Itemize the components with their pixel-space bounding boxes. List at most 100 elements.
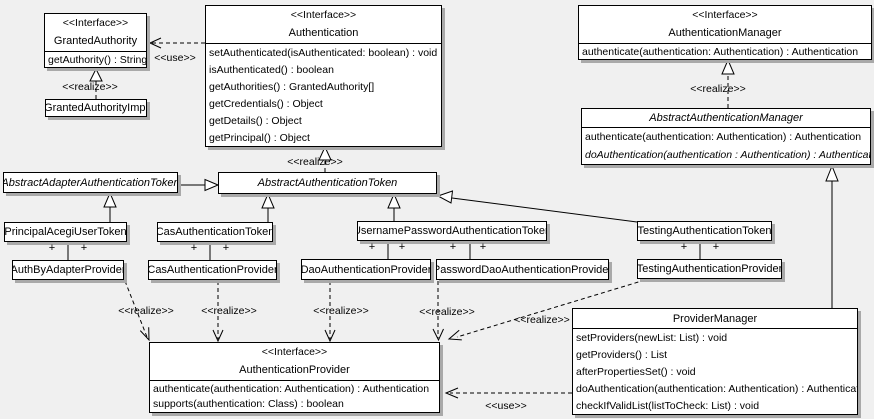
- method: setAuthenticated(isAuthenticated: boolea…: [209, 46, 438, 59]
- method: getCredentials() : Object: [209, 97, 323, 110]
- association-end-plus: +: [712, 241, 720, 253]
- class-username-password-authentication-token[interactable]: UsernamePasswordAuthenticationToken: [357, 221, 547, 241]
- class-name: DaoAuthenticationProvider: [301, 263, 431, 276]
- use-authentication-to-grantedauthority: [148, 37, 205, 49]
- association-end-plus: +: [80, 242, 88, 254]
- class-authentication-provider[interactable]: <<Interface>> AuthenticationProvider aut…: [149, 342, 440, 413]
- method: supports(authentication: Class) : boolea…: [153, 398, 344, 411]
- method: authenticate(authentication: Authenticat…: [153, 382, 430, 395]
- method: setProviders(newList: List) : void: [576, 331, 728, 344]
- class-testing-authentication-token[interactable]: TestingAuthenticationToken: [637, 221, 772, 241]
- class-provider-manager[interactable]: ProviderManager setProviders(newList: Li…: [572, 308, 858, 415]
- class-name: AbstractAuthenticationToken: [257, 177, 398, 189]
- realize-label: <<realize>>: [118, 305, 174, 317]
- method: authenticate(authentication: Authenticat…: [582, 45, 859, 58]
- class-header: <<Interface>> AuthenticationManager: [579, 6, 871, 44]
- method: isAuthenticated() : boolean: [209, 63, 334, 76]
- generalization-testing-to-abstracttoken: [436, 190, 638, 223]
- class-name: AbstractAdapterAuthenticationToken: [3, 176, 178, 189]
- class-name: ProviderManager: [672, 312, 758, 325]
- method: getPrincipal() : Object: [209, 131, 310, 144]
- association-end-plus: +: [222, 242, 230, 254]
- realize-authbyadapter-to-authenticationprovider: [124, 280, 150, 342]
- class-authentication-manager[interactable]: <<Interface>> AuthenticationManager auth…: [578, 5, 872, 60]
- class-name: AbstractAuthenticationManager: [649, 112, 803, 124]
- stereotype: <<Interface>>: [62, 17, 129, 29]
- use-label: <<use>>: [154, 52, 196, 64]
- stereotype: <<Interface>>: [692, 9, 758, 21]
- class-auth-by-adapter-provider[interactable]: AuthByAdapterProvider: [12, 260, 124, 280]
- realize-abstracttoken-to-authentication: [318, 145, 332, 172]
- association-end-plus: +: [449, 241, 457, 253]
- realize-daoprovider-to-authenticationprovider: [324, 281, 336, 343]
- class-testing-authentication-provider[interactable]: TestingAuthenticationProvider: [637, 259, 782, 279]
- methods-compartment: setAuthenticated(isAuthenticated: boolea…: [206, 44, 441, 146]
- realize-label: <<realize>>: [690, 83, 746, 95]
- class-name: GrantedAuthorityImpl: [45, 102, 147, 114]
- panel-right-edge: [874, 0, 878, 419]
- class-header: <<Interface>> Authentication: [206, 6, 441, 44]
- class-name: CasAuthenticationToken: [157, 226, 273, 238]
- class-name: TestingAuthenticationProvider: [637, 263, 782, 275]
- realize-impl-to-grantedauthority: [89, 67, 103, 99]
- class-abstract-adapter-authentication-token[interactable]: AbstractAdapterAuthenticationToken: [3, 172, 178, 193]
- use-providermanager-to-authenticationprovider: [444, 387, 572, 399]
- generalization-principal-to-adapter: [103, 191, 117, 222]
- class-cas-authentication-token[interactable]: CasAuthenticationToken: [157, 222, 273, 242]
- class-granted-authority-impl[interactable]: GrantedAuthorityImpl: [45, 99, 147, 117]
- class-name: GrantedAuthority: [53, 35, 138, 47]
- method: getAuthority() : String: [48, 53, 146, 66]
- methods-compartment: authenticate(authentication: Authenticat…: [150, 381, 439, 412]
- class-header: AbstractAuthenticationManager: [582, 109, 870, 128]
- class-dao-authentication-provider[interactable]: DaoAuthenticationProvider: [301, 259, 431, 280]
- class-granted-authority[interactable]: <<Interface>> GrantedAuthority getAuthor…: [44, 13, 147, 68]
- realize-label: <<realize>>: [313, 305, 369, 317]
- association-end-plus: +: [368, 241, 376, 253]
- realize-casprovider-to-authenticationprovider: [212, 281, 224, 343]
- generalization-providermanager-to-abstractmanager: [825, 164, 839, 308]
- association-end-plus: +: [48, 242, 56, 254]
- class-name: AuthByAdapterProvider: [12, 264, 124, 276]
- class-abstract-authentication-token[interactable]: AbstractAuthenticationToken: [218, 172, 437, 194]
- method: afterPropertiesSet() : void: [576, 365, 696, 378]
- association-end-plus: +: [680, 241, 688, 253]
- class-cas-authentication-provider[interactable]: CasAuthenticationProvider: [148, 260, 277, 280]
- class-name: TestingAuthenticationToken: [637, 225, 772, 237]
- class-header: ProviderManager: [573, 309, 857, 329]
- class-password-dao-authentication-provider[interactable]: PasswordDaoAuthenticationProvider: [436, 259, 609, 280]
- class-name: CasAuthenticationProvider: [148, 264, 277, 276]
- class-header: <<Interface>> GrantedAuthority: [45, 14, 146, 52]
- realize-label: <<realize>>: [62, 81, 118, 93]
- generalization-usernamepassword-to-abstracttoken: [387, 192, 401, 221]
- method: getAuthorities() : GrantedAuthority[]: [209, 80, 375, 93]
- class-name: AuthenticationProvider: [239, 364, 350, 376]
- realize-passworddao-to-authenticationprovider: [432, 281, 444, 342]
- association-end-plus: +: [190, 242, 198, 254]
- class-name: PasswordDaoAuthenticationProvider: [436, 263, 609, 276]
- generalization-adapter-to-abstracttoken: [178, 178, 220, 192]
- realize-label: <<realize>>: [287, 156, 343, 168]
- method: doAuthentication(authentication : Authen…: [585, 149, 870, 161]
- class-name: AuthenticationManager: [668, 27, 782, 39]
- use-label: <<use>>: [485, 400, 527, 412]
- generalization-cas-to-abstracttoken: [261, 192, 275, 222]
- methods-compartment: authenticate(authentication: Authenticat…: [579, 44, 871, 59]
- class-principal-acegi-user-token[interactable]: PrincipalAcegiUserToken: [4, 222, 127, 242]
- method: getDetails() : Object: [209, 114, 302, 127]
- class-name: PrincipalAcegiUserToken: [4, 226, 127, 238]
- association-end-plus: +: [398, 241, 406, 253]
- realize-label: <<realize>>: [514, 314, 570, 326]
- realize-label: <<realize>>: [201, 305, 257, 317]
- class-header: <<Interface>> AuthenticationProvider: [150, 343, 439, 381]
- class-abstract-authentication-manager[interactable]: AbstractAuthenticationManager authentica…: [581, 108, 871, 165]
- realize-abstractmanager-to-authenticationmanager: [721, 58, 735, 108]
- class-authentication[interactable]: <<Interface>> Authentication setAuthenti…: [205, 5, 442, 147]
- method: doAuthentication(authentication: Authent…: [576, 382, 857, 395]
- class-name: Authentication: [288, 27, 359, 39]
- realize-testingprovider-to-authenticationprovider: [447, 279, 646, 341]
- stereotype: <<Interface>>: [261, 346, 328, 358]
- stereotype: <<Interface>>: [290, 9, 357, 21]
- realize-label: <<realize>>: [419, 306, 475, 318]
